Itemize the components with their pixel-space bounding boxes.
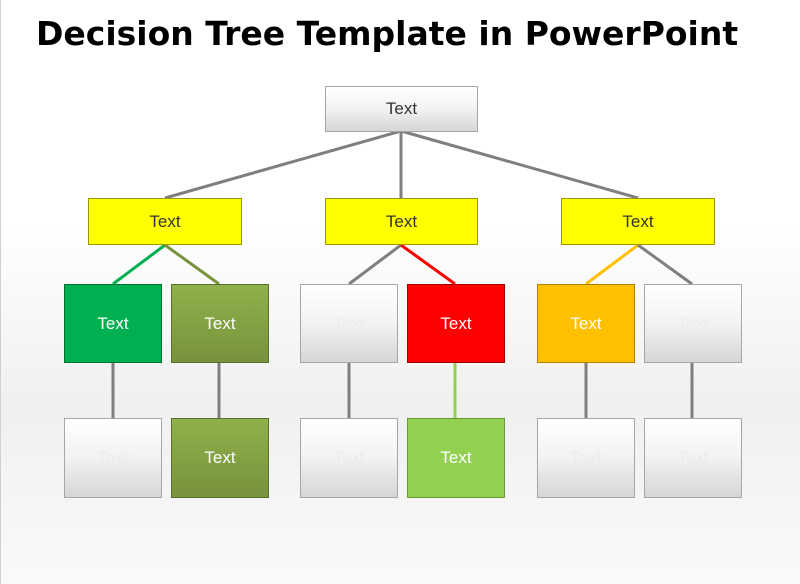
- connector-root-to-left: [164, 129, 402, 200]
- page-title: Decision Tree Template in PowerPoint: [36, 14, 739, 53]
- connector-left-to-olive: [164, 243, 220, 286]
- connector-center-to-red: [400, 243, 456, 286]
- connector-right-to-gray: [637, 243, 693, 286]
- slide-edge: [0, 0, 1, 584]
- outcome-node-olive[interactable]: Text: [171, 284, 269, 363]
- decision-node-left[interactable]: Text: [88, 198, 242, 245]
- leaf-node-1[interactable]: Text: [64, 418, 162, 498]
- leaf-node-6[interactable]: Text: [644, 418, 742, 498]
- decision-node-center[interactable]: Text: [325, 198, 478, 245]
- leaf-node-4[interactable]: Text: [407, 418, 505, 498]
- leaf-node-2[interactable]: Text: [171, 418, 269, 498]
- outcome-node-orange[interactable]: Text: [537, 284, 635, 363]
- connector-right-to-orange: [585, 243, 639, 286]
- outcome-node-gray-right[interactable]: Text: [644, 284, 742, 363]
- outcome-node-green[interactable]: Text: [64, 284, 162, 363]
- connector-left-to-green: [112, 243, 166, 286]
- outcome-node-red[interactable]: Text: [407, 284, 505, 363]
- outcome-node-gray-center[interactable]: Text: [300, 284, 398, 363]
- leaf-node-3[interactable]: Text: [300, 418, 398, 498]
- root-node[interactable]: Text: [325, 86, 478, 132]
- decision-node-right[interactable]: Text: [561, 198, 715, 245]
- connector-root-to-right: [400, 129, 639, 200]
- connector-center-to-gray: [348, 243, 402, 286]
- leaf-node-5[interactable]: Text: [537, 418, 635, 498]
